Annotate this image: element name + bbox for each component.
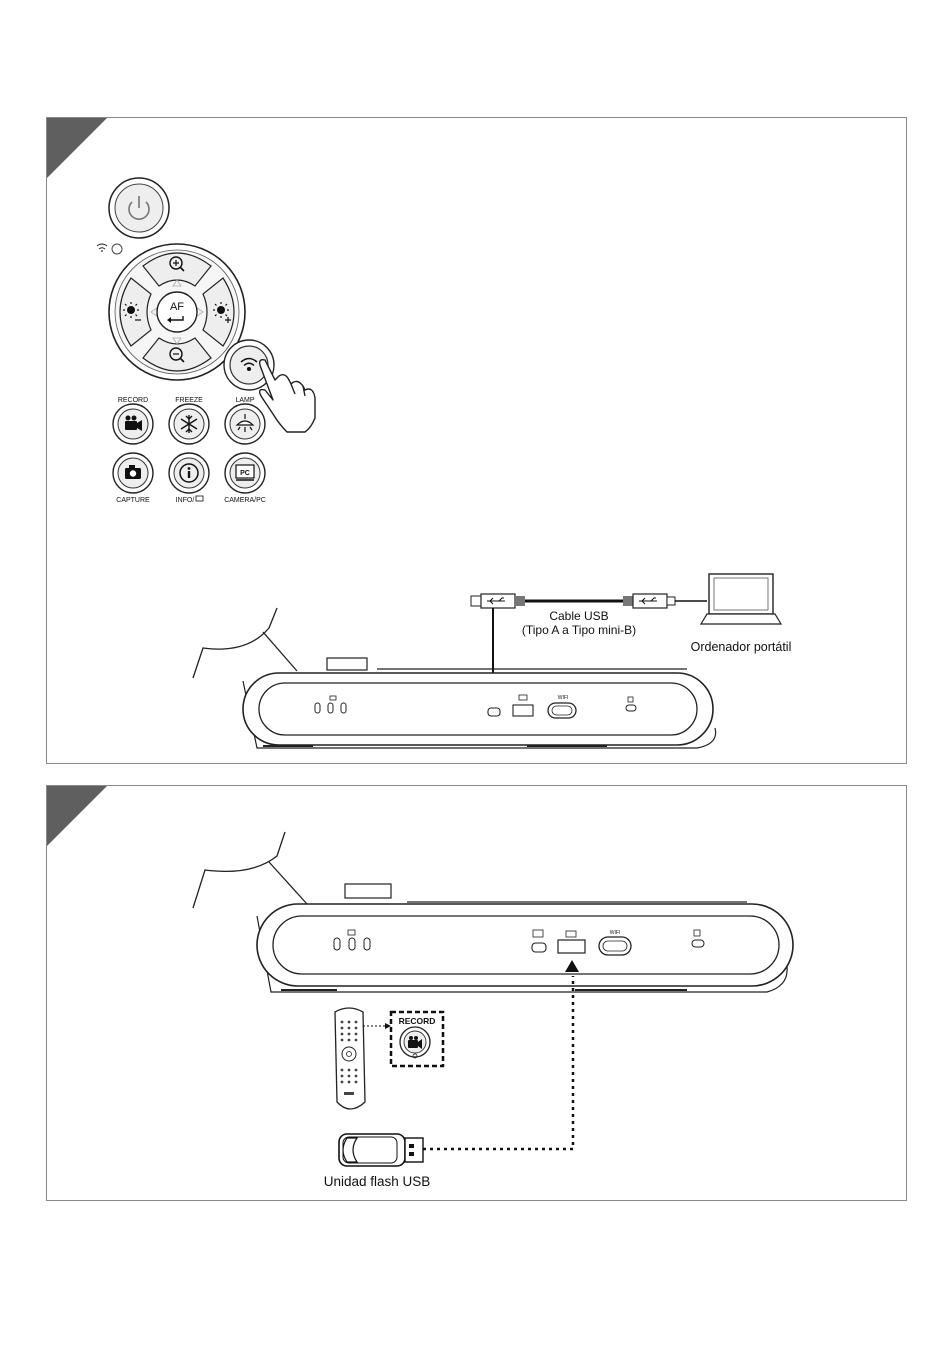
document-camera-base: WIFI bbox=[193, 832, 793, 992]
sd-card-slot bbox=[626, 705, 636, 711]
info-label: INFO/ bbox=[176, 497, 195, 504]
af-label: AF bbox=[170, 301, 184, 313]
lamp-label: LAMP bbox=[235, 397, 254, 404]
remote-control-icon bbox=[335, 1008, 365, 1109]
cable-label-line2: (Tipo A a Tipo mini-B) bbox=[522, 623, 636, 637]
freeze-button-group: FREEZE bbox=[169, 397, 209, 444]
step-panel-1: AF RECORD bbox=[46, 117, 907, 764]
camera-pc-label: CAMERA/PC bbox=[224, 497, 266, 504]
usb-a-port bbox=[513, 705, 533, 716]
cable-label-line1: Cable USB bbox=[549, 609, 608, 623]
sd-card-slot bbox=[692, 940, 704, 947]
laptop-label: Ordenador portátil bbox=[691, 640, 792, 654]
flash-connection-path bbox=[423, 976, 573, 1149]
mini-usb-port bbox=[488, 708, 500, 716]
led-indicator bbox=[328, 703, 333, 713]
led-indicator bbox=[349, 938, 355, 950]
record-label: RECORD bbox=[118, 397, 148, 404]
mini-usb-port bbox=[532, 943, 546, 952]
panel1-illustration: AF RECORD bbox=[47, 118, 908, 765]
usb-cable: Cable USB (Tipo A a Tipo mini-B) bbox=[471, 594, 707, 637]
usb-flash-drive-icon bbox=[339, 1134, 423, 1166]
menu-symbol-icon bbox=[196, 496, 203, 501]
record-callout-label: RECORD bbox=[399, 1016, 436, 1026]
pressing-hand-icon bbox=[260, 360, 315, 432]
record-callout: RECORD bbox=[391, 1012, 443, 1066]
document-camera-base: WIFI bbox=[193, 608, 716, 748]
led-indicator bbox=[341, 703, 346, 713]
capture-button-group: CAPTURE bbox=[113, 453, 153, 504]
lamp-button-group: LAMP bbox=[225, 397, 265, 444]
laptop-icon bbox=[701, 574, 781, 624]
panel2-illustration: WIFI bbox=[47, 786, 908, 1202]
pc-icon: PC bbox=[236, 465, 254, 480]
step-panel-2: WIFI bbox=[46, 785, 907, 1201]
led-indicator bbox=[364, 938, 370, 950]
capture-label: CAPTURE bbox=[116, 497, 150, 504]
led-indicator bbox=[334, 938, 340, 950]
record-button-group: RECORD bbox=[113, 397, 153, 444]
camera-pc-button-group: PC CAMERA/PC bbox=[224, 453, 266, 504]
power-button bbox=[109, 178, 169, 238]
wifi-port-label: WIFI bbox=[610, 930, 621, 936]
wifi-indicator-icon bbox=[97, 244, 122, 254]
wifi-port-label: WIFI bbox=[558, 695, 569, 701]
usb-a-port bbox=[558, 940, 585, 953]
pc-badge: PC bbox=[240, 470, 250, 477]
flash-drive-label: Unidad flash USB bbox=[324, 1174, 431, 1189]
info-button-group: INFO/ bbox=[169, 453, 209, 504]
freeze-label: FREEZE bbox=[175, 397, 203, 404]
led-indicator bbox=[315, 703, 320, 713]
